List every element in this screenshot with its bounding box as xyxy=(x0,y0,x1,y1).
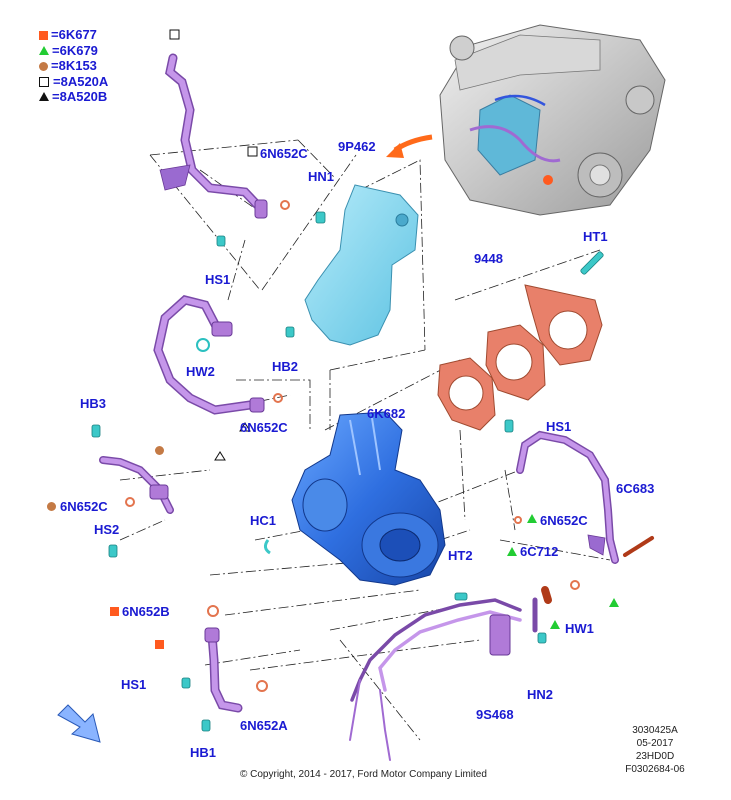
callout-hs1: HS1 xyxy=(546,419,572,434)
orange-square-marker xyxy=(110,607,119,616)
green-triangle-marker xyxy=(507,547,517,556)
green-triangle-icon xyxy=(39,45,49,55)
heat-shield xyxy=(304,184,419,346)
oil-pipe-lower-right xyxy=(349,597,538,761)
part-number-legend: =6K677 =6K679 =8K153 =8A520A =8A520B xyxy=(38,27,108,105)
oil-pipe-lower-left xyxy=(204,605,268,713)
legend-row-6k677: =6K677 xyxy=(38,27,108,43)
callout-6n652a: 6N652A xyxy=(240,718,288,733)
callout-6n652c: 6N652C xyxy=(60,499,108,514)
callout-9s468: 9S468 xyxy=(476,707,514,722)
callout-6n652b: 6N652B xyxy=(122,604,170,619)
legend-row-8a520a: =8A520A xyxy=(38,74,108,90)
legend-row-8k153: =8K153 xyxy=(38,58,108,74)
callout-hb1: HB1 xyxy=(190,745,217,760)
callout-6n652c: 6N652C xyxy=(260,146,308,161)
brown-circle-marker xyxy=(47,502,56,511)
turbocharger-manifold xyxy=(291,411,446,586)
callout-6n652c: 6N652C xyxy=(540,513,588,528)
gaskets xyxy=(437,284,603,431)
callout-hw2: HW2 xyxy=(186,364,215,379)
callout-6c712: 6C712 xyxy=(520,544,559,559)
legend-text: =6K677 xyxy=(51,27,97,42)
callout-ht2: HT2 xyxy=(448,548,473,563)
legend-text: =6K679 xyxy=(52,42,98,58)
callout-hs1: HS1 xyxy=(121,677,147,692)
callout-hb2: HB2 xyxy=(272,359,299,374)
callout-6k682: 6K682 xyxy=(367,406,406,421)
callout-ht1: HT1 xyxy=(583,229,608,244)
green-triangle-marker xyxy=(550,620,560,629)
legend-text: =8K153 xyxy=(51,58,97,73)
orange-square-icon xyxy=(39,30,48,40)
callout-9p462: 9P462 xyxy=(338,139,376,154)
legend-text: =8A520A xyxy=(53,73,109,89)
legend-text: =8A520B xyxy=(52,89,108,104)
callout-hs1: HS1 xyxy=(205,272,231,287)
engine-overview xyxy=(439,24,666,216)
green-triangle-marker xyxy=(609,598,619,607)
direction-arrow xyxy=(57,704,101,743)
reference-line: 05-2017 xyxy=(636,738,674,749)
open-square-icon xyxy=(39,76,49,87)
callout-hn2: HN2 xyxy=(527,687,554,702)
fasteners xyxy=(91,211,604,732)
callout-hs2: HS2 xyxy=(94,522,120,537)
callout-hw1: HW1 xyxy=(565,621,594,636)
callout-hb3: HB3 xyxy=(80,396,107,411)
reference-line: 23HD0D xyxy=(635,751,675,762)
open-triangle-icon xyxy=(39,92,49,102)
reference-line: 3030425A xyxy=(632,725,678,736)
callout-hn1: HN1 xyxy=(308,169,335,184)
reference-codes: 3030425A 05-2017 23HD0D F0302684-06 xyxy=(615,724,695,776)
callout-6c683: 6C683 xyxy=(616,481,655,496)
brown-circle-icon xyxy=(39,61,48,71)
callout-hc1: HC1 xyxy=(250,513,277,528)
green-triangle-marker xyxy=(527,514,537,523)
callout-9448: 9448 xyxy=(474,251,503,266)
legend-row-6k679: =6K679 xyxy=(38,43,108,59)
coolant-pipe-middle xyxy=(153,295,283,415)
legend-row-8a520b: =8A520B xyxy=(38,89,108,105)
callout-6n652c: 6N652C xyxy=(240,420,288,435)
coolant-pipe-upper xyxy=(159,53,290,219)
coolant-pipe-left xyxy=(99,456,174,514)
brown-circle-marker xyxy=(155,446,164,455)
reference-line: F0302684-06 xyxy=(625,764,685,775)
orange-square-marker xyxy=(155,640,164,649)
coolant-pipe-right xyxy=(514,430,654,604)
copyright-notice: © Copyright, 2014 - 2017, Ford Motor Com… xyxy=(240,769,487,780)
